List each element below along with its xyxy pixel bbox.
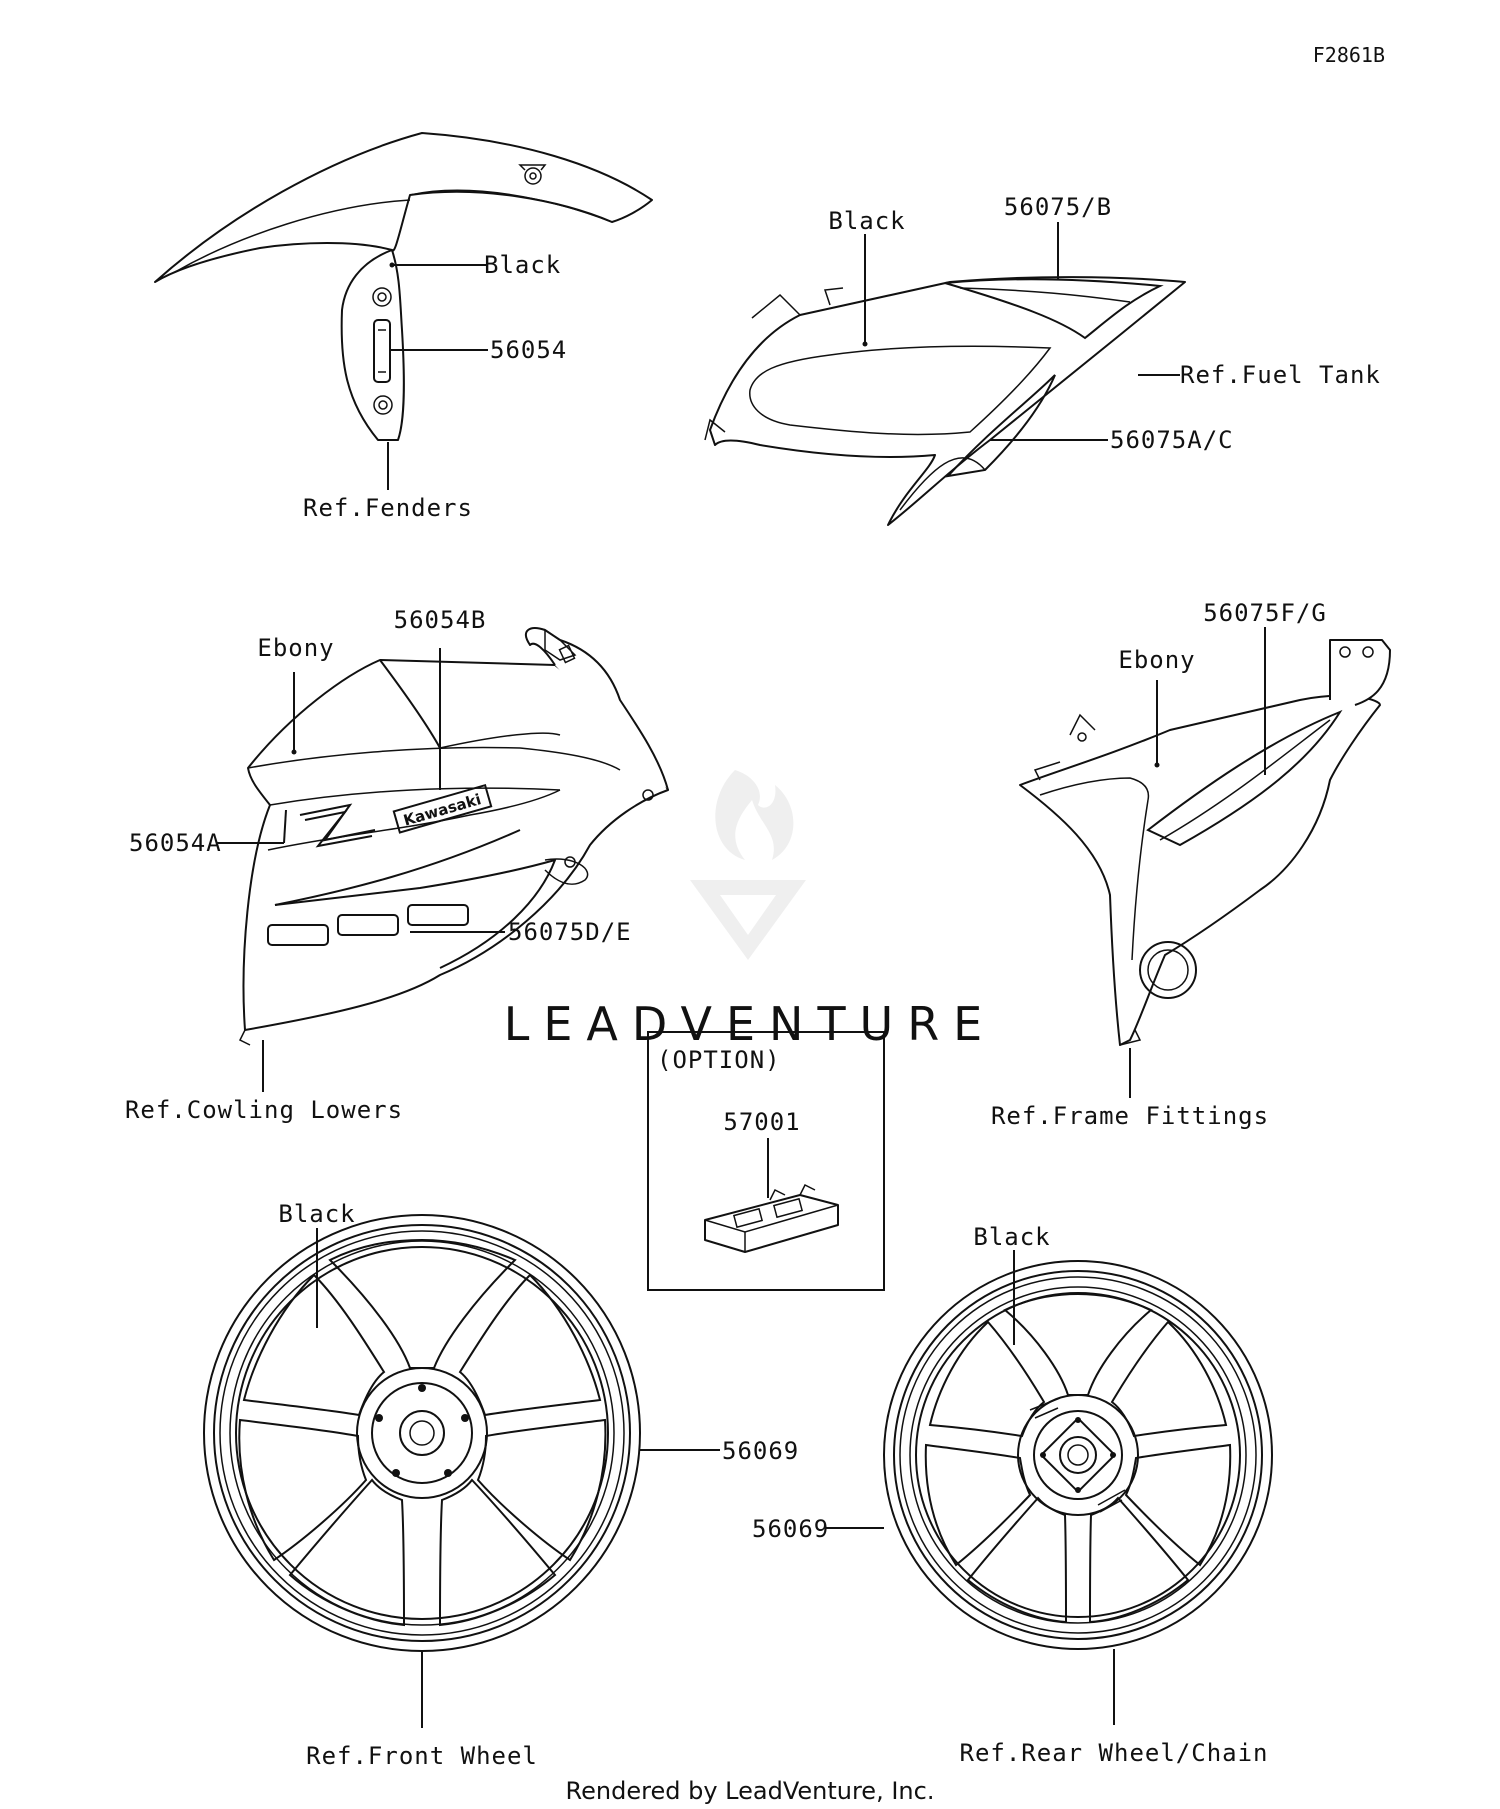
label-rwheel-ref: Ref.Rear Wheel/Chain [960,1739,1269,1767]
option-box: (OPTION) 57001 [647,1031,885,1291]
label-cowl-part-de: 56075D/E [508,918,632,946]
label-fender-part: 56054 [490,336,567,364]
label-tank-part-b: 56075/B [1004,193,1112,221]
cowling-lower: Kawasaki [238,627,669,1046]
rear-wheel [883,1260,1273,1650]
front-wheel [203,1214,641,1652]
label-fwheel-part: 56069 [722,1437,799,1465]
callout-labels: Black 56054 Ref.Fenders Black 56075/B Re… [125,193,1381,1770]
watermark-text: LEADVENTURE [504,997,997,1051]
label-frame-ebony: Ebony [1118,646,1195,674]
label-cowl-ref: Ref.Cowling Lowers [125,1096,403,1124]
label-tank-black: Black [828,207,905,235]
label-tank-part-ac: 56075A/C [1110,426,1234,454]
label-rwheel-black: Black [973,1223,1050,1251]
label-fender-ref: Ref.Fenders [303,494,473,522]
label-frame-ref: Ref.Frame Fittings [991,1102,1269,1130]
label-rwheel-part: 56069 [752,1515,829,1543]
option-part-clip [704,1183,839,1253]
label-cowl-part-b: 56054B [394,606,487,634]
leadventure-watermark: LEADVENTURE [504,770,997,1051]
footer-credit: Rendered by LeadVenture, Inc. [566,1777,935,1805]
figure-code: F2861B [1313,43,1385,67]
fuel-tank-cover [704,276,1186,526]
option-part-number: 57001 [723,1108,800,1136]
label-tank-ref: Ref.Fuel Tank [1180,361,1381,389]
label-cowl-part-a: 56054A [129,829,222,857]
option-title: (OPTION) [657,1046,781,1074]
label-frame-part-fg: 56075F/G [1203,599,1327,627]
label-fwheel-ref: Ref.Front Wheel [306,1742,538,1770]
frame-fitting-cover [1019,639,1391,1046]
leader-lines [216,222,1266,1728]
front-fender [154,132,653,441]
label-fender-black: Black [484,251,561,279]
label-fwheel-black: Black [278,1200,355,1228]
label-cowl-ebony: Ebony [257,634,334,662]
